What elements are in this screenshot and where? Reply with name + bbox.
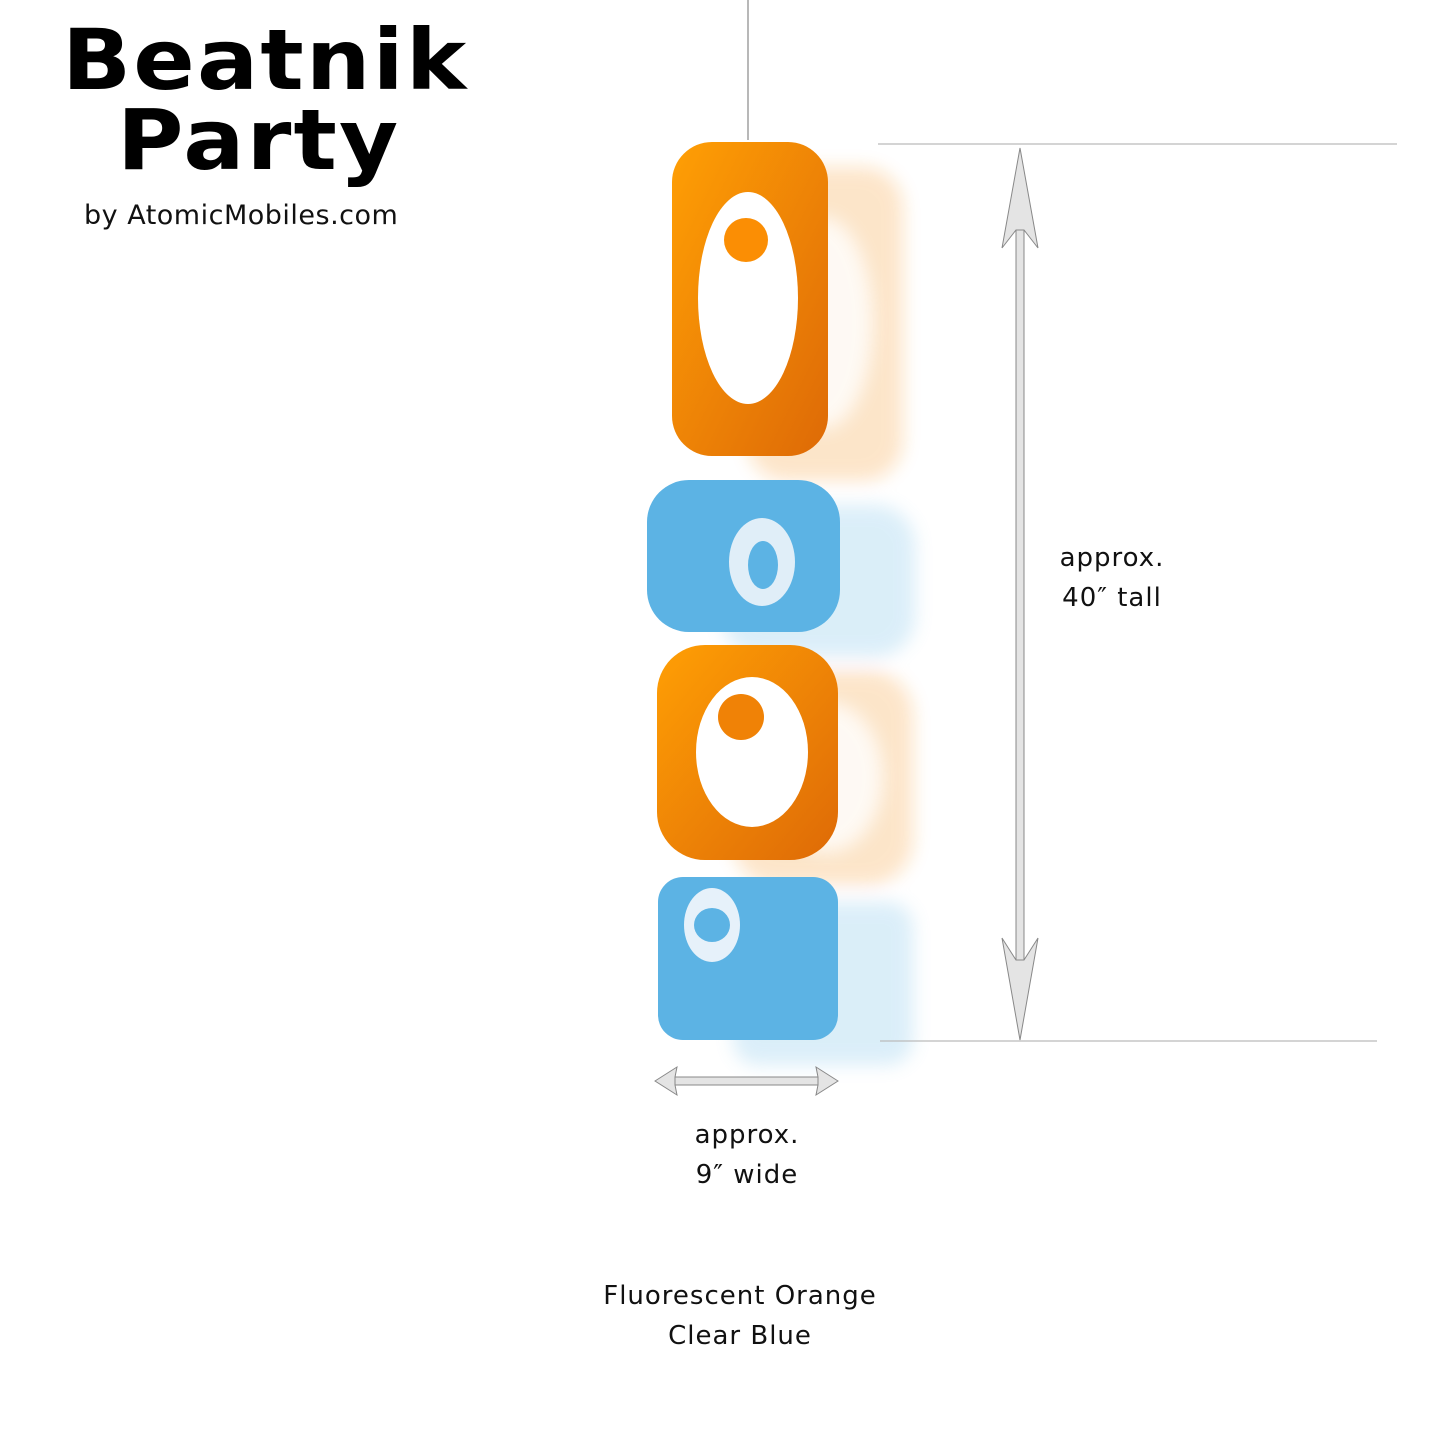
brand-logo: Beatnik Party xyxy=(62,18,466,182)
blue-piece-upper xyxy=(647,480,840,632)
logo-byline: by AtomicMobiles.com xyxy=(84,200,399,231)
logo-line-1: Beatnik xyxy=(62,11,469,109)
width-arrow xyxy=(654,1065,839,1097)
width-label-line-2: 9″ wide xyxy=(695,1160,799,1190)
color-line-1: Fluorescent Orange xyxy=(603,1281,877,1311)
height-label: approx. 40″ tall xyxy=(1022,538,1202,618)
blue-piece-bottom xyxy=(658,877,838,1040)
width-label-line-1: approx. xyxy=(694,1120,800,1150)
color-line-2: Clear Blue xyxy=(668,1321,812,1351)
height-label-line-2: 40″ tall xyxy=(1062,583,1162,613)
color-description: Fluorescent Orange Clear Blue xyxy=(540,1276,940,1356)
orange-piece-top xyxy=(672,142,828,456)
logo-line-2: Party xyxy=(117,91,401,189)
height-label-line-1: approx. xyxy=(1059,543,1165,573)
orange-piece-lower xyxy=(657,645,838,860)
height-arrow xyxy=(1001,147,1039,1041)
width-label: approx. 9″ wide xyxy=(657,1115,837,1195)
